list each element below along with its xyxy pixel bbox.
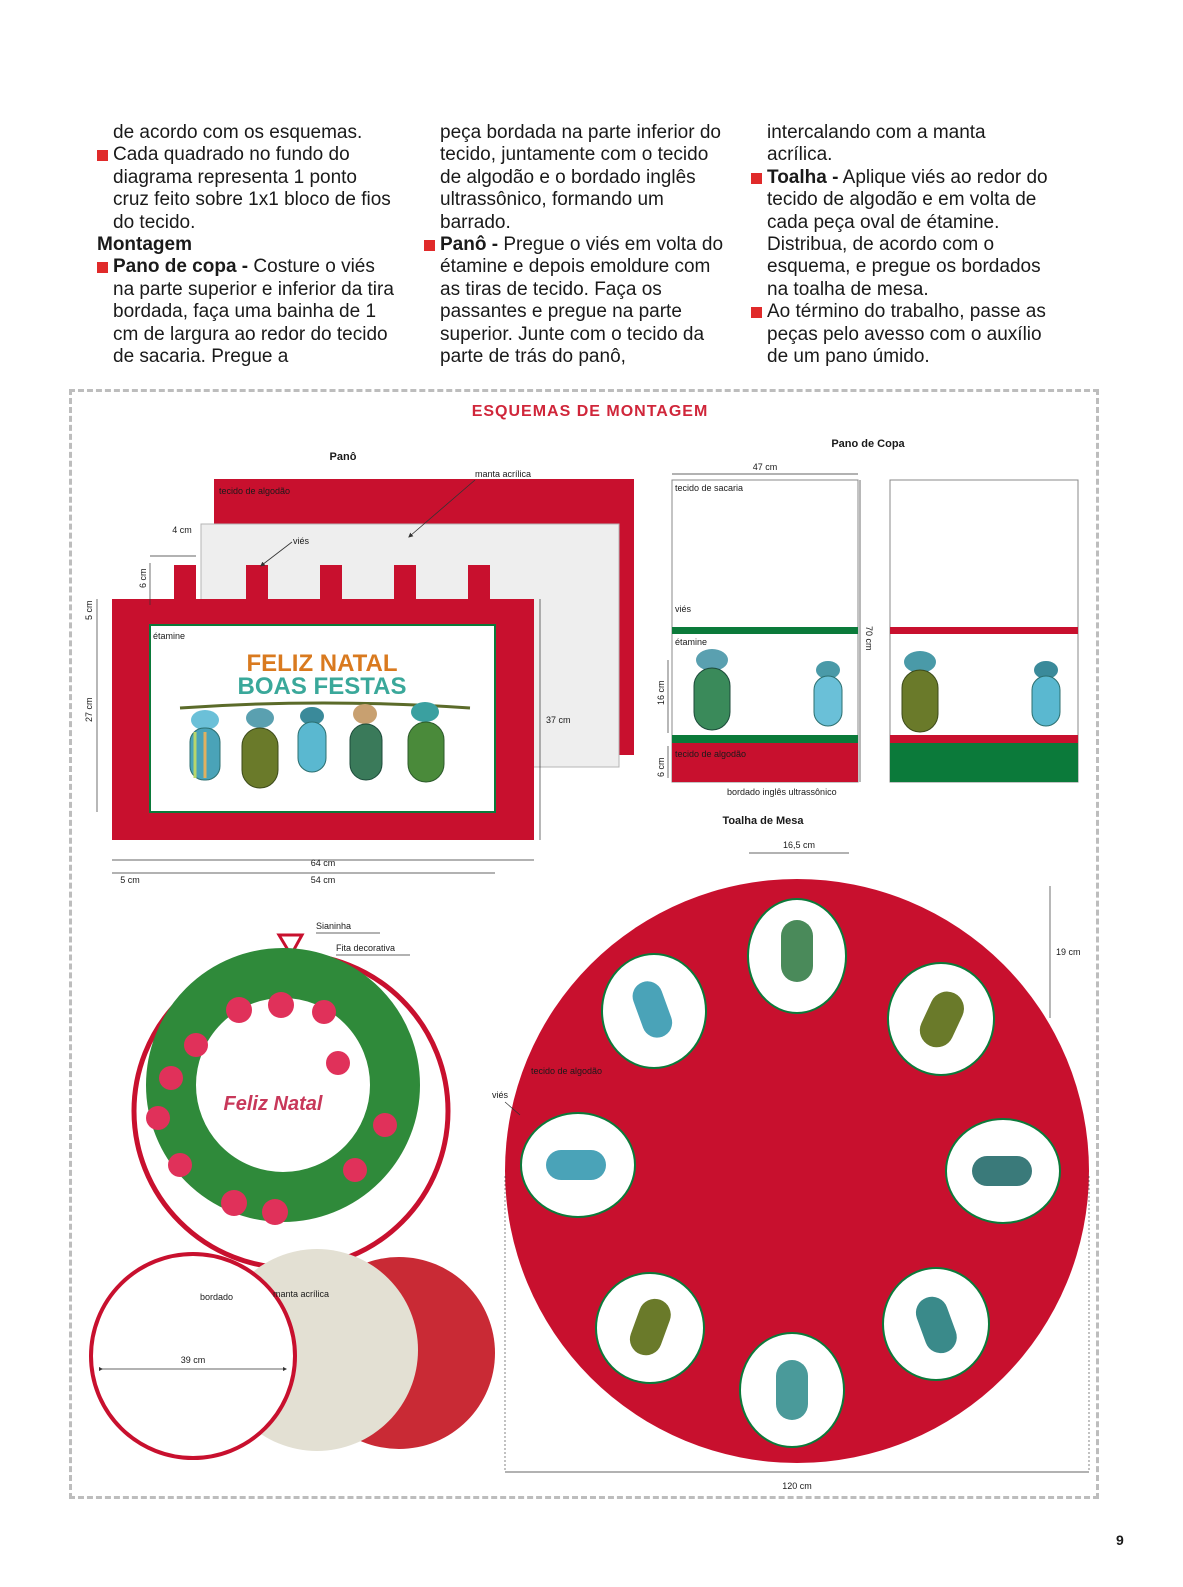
toalha-label-algodao: tecido de algodão [531, 1066, 602, 1076]
oval-embroidery [595, 1272, 705, 1384]
bullet-paragraph: Toalha - Aplique viés ao redor do tecido… [751, 167, 1051, 301]
pano-copa-label-sacaria: tecido de sacaria [675, 483, 743, 493]
pano-embroidery-line2: BOAS FESTAS [238, 673, 407, 700]
bullet-square-icon [97, 262, 108, 274]
pano-tab [174, 565, 196, 605]
mitten-icon [813, 661, 843, 727]
assembly-diagram-panel [69, 389, 1099, 1499]
bullet-square-icon [97, 150, 108, 162]
toalha-dim-16-5cm: 16,5 cm [783, 840, 815, 850]
wreath-diagram: Sianinha Fita decorativa Feliz Natal bor… [89, 921, 495, 1460]
pano-label-etamine: étamine [153, 631, 185, 641]
oval-embroidery [882, 1267, 990, 1381]
pano-dim-54cm: 54 cm [311, 875, 336, 885]
pano-copa-label-bordado-ingles: bordado inglês ultrassônico [727, 787, 837, 797]
pano-dim-6cm: 6 cm [138, 568, 148, 588]
paragraph: de acordo com os esquemas. [113, 122, 363, 143]
mitten-icon [241, 708, 279, 789]
pano-dim-37cm: 37 cm [546, 715, 571, 725]
oval-embroidery [887, 962, 995, 1076]
bullet-paragraph: Panô - Pregue o viés em volta do étamine… [424, 234, 724, 368]
section-heading: Montagem [97, 234, 192, 256]
pano-de-copa-diagram: Pano de Copa 47 cm tecido de sacaria vié… [656, 438, 1079, 797]
strawberry-icon [268, 992, 294, 1018]
strawberry-icon [343, 1158, 367, 1182]
toalha-label-vies: viés [492, 1090, 509, 1100]
wreath-embroidery-text: Feliz Natal [224, 1093, 323, 1115]
bullet-paragraph: Ao término do trabalho, passe as peças p… [751, 301, 1051, 368]
mitten-icon [407, 702, 445, 783]
strawberry-icon [168, 1153, 192, 1177]
pano-dim-64cm: 64 cm [311, 858, 336, 868]
strawberry-icon [312, 1000, 336, 1024]
pano-embroidery-line1: FELIZ NATAL [246, 650, 397, 677]
pano-dim-27cm: 27 cm [84, 697, 94, 722]
bullet-square-icon [751, 172, 762, 184]
strawberry-icon [373, 1113, 397, 1137]
bullet-paragraph: Cada quadrado no fundo do diagrama repre… [97, 144, 397, 234]
paragraph: peça bordada na parte inferior do tecido… [440, 122, 721, 233]
toalha-de-mesa-diagram: Toalha de Mesa 16,5 cm 19 cm tecido de a… [492, 815, 1090, 1491]
wreath-dim-39cm: 39 cm [181, 1355, 206, 1365]
toalha-title: Toalha de Mesa [722, 815, 804, 827]
pano-diagram: Panô tecido de algodão manta acrílica vi… [84, 451, 634, 885]
pano-label-tecido-algodao: tecido de algodão [219, 486, 290, 496]
pano-tab [468, 565, 490, 605]
hanging-loop-icon [276, 933, 305, 959]
strawberry-icon [146, 1106, 170, 1130]
wreath-label-bordado: bordado [200, 1292, 233, 1302]
strawberry-icon [326, 1051, 350, 1075]
pano-label-manta-acrilica: manta acrílica [475, 469, 531, 479]
oval-embroidery [601, 953, 707, 1069]
wreath-label-manta-acrilica: manta acrílica [273, 1289, 329, 1299]
pano-copa-dim-6cm: 6 cm [656, 757, 666, 777]
strawberry-icon [184, 1033, 208, 1057]
mitten-icon [189, 710, 221, 781]
oval-embroidery [739, 1332, 845, 1448]
pano-tab [320, 565, 342, 605]
page-number: 9 [1116, 1532, 1124, 1548]
text-column-1: de acordo com os esquemas. Cada quadrado… [97, 122, 397, 368]
text-column-3: intercalando com a manta acrílica. Toalh… [751, 122, 1051, 368]
strawberry-icon [262, 1199, 288, 1225]
toalha-dim-120cm: 120 cm [782, 1481, 812, 1491]
oval-embroidery [520, 1112, 636, 1218]
pano-copa-label-etamine: étamine [675, 637, 707, 647]
strawberry-icon [159, 1066, 183, 1090]
paragraph: intercalando com a manta acrílica. [767, 122, 986, 166]
pano-dim-5cm-vertical: 5 cm [84, 600, 94, 620]
bullet-paragraph: Pano de copa - Costure o viés na parte s… [97, 256, 397, 368]
oval-embroidery [945, 1118, 1061, 1224]
pano-label-vies: viés [293, 536, 310, 546]
pano-copa-label-vies: viés [675, 604, 692, 614]
strawberry-icon [226, 997, 252, 1023]
pano-tab [246, 565, 268, 605]
pano-copa-dim-70cm: 70 cm [864, 626, 874, 651]
mitten-icon [901, 651, 939, 733]
pano-copa-label-algodao: tecido de algodão [675, 749, 746, 759]
mitten-icon [1031, 661, 1061, 727]
pano-tab [394, 565, 416, 605]
pano-copa-dim-16cm: 16 cm [656, 680, 666, 705]
pano-dim-5cm-horizontal: 5 cm [120, 875, 140, 885]
toalha-dim-19cm: 19 cm [1056, 947, 1081, 957]
mitten-icon [349, 704, 383, 781]
wreath-label-fita-decorativa: Fita decorativa [336, 943, 395, 953]
diagram-title: ESQUEMAS DE MONTAGEM [472, 403, 709, 420]
wreath-label-sianinha: Sianinha [316, 921, 351, 931]
oval-embroidery [747, 898, 847, 1014]
mitten-icon [297, 707, 327, 773]
text-column-2: peça bordada na parte inferior do tecido… [424, 122, 724, 368]
pano-copa-title: Pano de Copa [831, 438, 905, 450]
bullet-square-icon [424, 240, 435, 252]
pano-dim-4cm: 4 cm [172, 525, 192, 535]
strawberry-icon [221, 1190, 247, 1216]
mitten-icon [693, 649, 731, 731]
disc-bordado [89, 1252, 297, 1460]
bullet-square-icon [751, 307, 762, 319]
pano-title: Panô [330, 451, 357, 463]
pano-copa-dim-47cm: 47 cm [753, 462, 778, 472]
